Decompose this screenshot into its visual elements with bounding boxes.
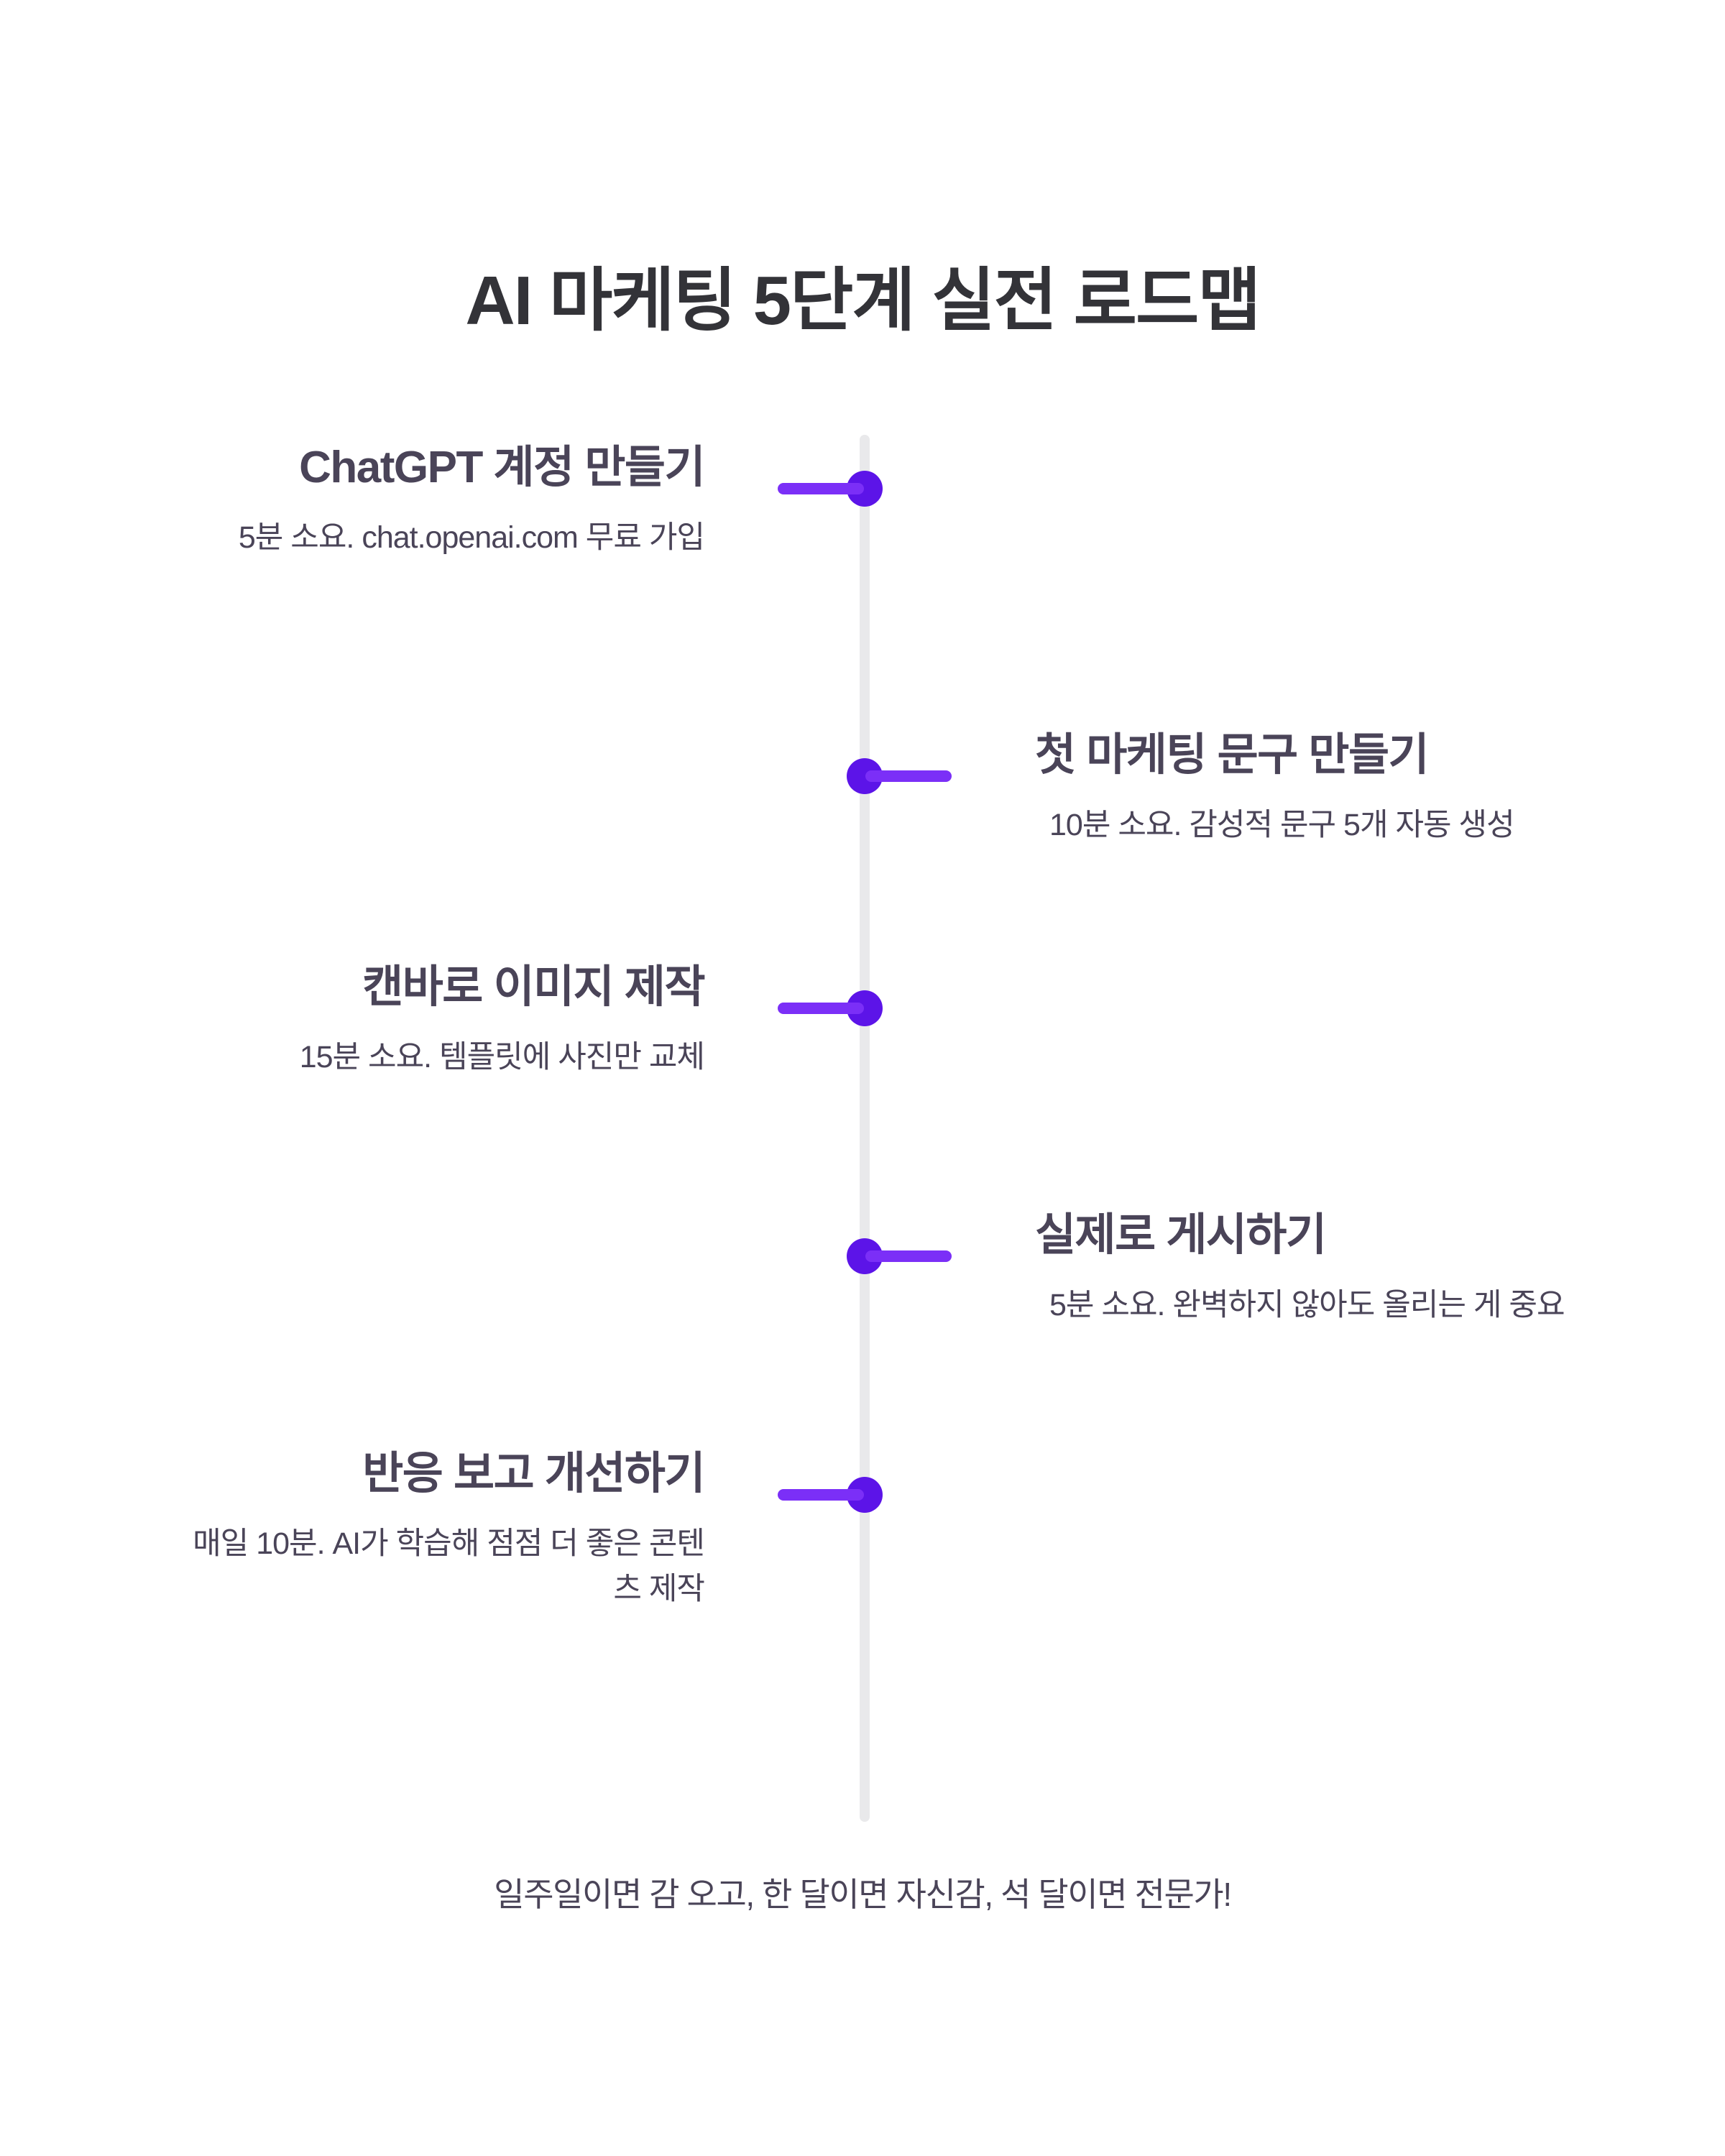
timeline-connector-line	[865, 1250, 952, 1262]
timeline-item-3: 캔바로 이미지 제작 15분 소요. 템플릿에 사진만 교체	[0, 962, 1725, 1074]
timeline-item-description: 10분 소요. 감성적 문구 5개 자동 생성	[1049, 808, 1515, 843]
timeline-item-text: 실제로 게시하기 5분 소요. 완벽하지 않아도 올리는 게 중요	[1035, 1209, 1581, 1328]
timeline-connector-line	[778, 483, 864, 494]
timeline-item-text: 캔바로 이미지 제작 15분 소요. 템플릿에 사진만 교체	[158, 961, 706, 1080]
page-title: AI 마케팅 5단계 실전 로드맵	[465, 262, 1261, 340]
timeline-item-title: 실제로 게시하기	[1035, 1210, 1327, 1260]
timeline-item-2: 첫 마케팅 문구 만들기 10분 소요. 감성적 문구 5개 자동 생성	[0, 730, 1725, 842]
timeline-item-text: ChatGPT 계정 만들기 5분 소요. chat.openai.com 무료 …	[158, 441, 706, 561]
timeline-item-description: 5분 소요. 완벽하지 않아도 올리는 게 중요	[1049, 1288, 1565, 1323]
timeline-item-description: 15분 소요. 템플릿에 사진만 교체	[299, 1040, 705, 1075]
timeline-item-title: 반응 보고 개선하기	[362, 1449, 705, 1498]
timeline-item-description: 매일 10분. AI가 학습해 점점 더 좋은 콘텐츠 제작	[193, 1526, 705, 1606]
timeline-item-title: 첫 마케팅 문구 만들기	[1035, 730, 1430, 780]
timeline-item-4: 실제로 게시하기 5분 소요. 완벽하지 않아도 올리는 게 중요	[0, 1210, 1725, 1322]
timeline-connector-line	[778, 1489, 864, 1501]
timeline-item-description: 5분 소요. chat.openai.com 무료 가입	[238, 520, 705, 556]
timeline-item-title: 캔바로 이미지 제작	[362, 962, 705, 1012]
timeline-item-text: 첫 마케팅 문구 만들기 10분 소요. 감성적 문구 5개 자동 생성	[1035, 729, 1581, 848]
footer-tagline: 일주일이면 감 오고, 한 달이면 자신감, 석 달이면 전문가!	[494, 1876, 1232, 1913]
timeline-connector-line	[865, 770, 952, 782]
timeline-item-title: ChatGPT 계정 만들기	[299, 443, 705, 492]
timeline-connector-line	[778, 1003, 864, 1014]
